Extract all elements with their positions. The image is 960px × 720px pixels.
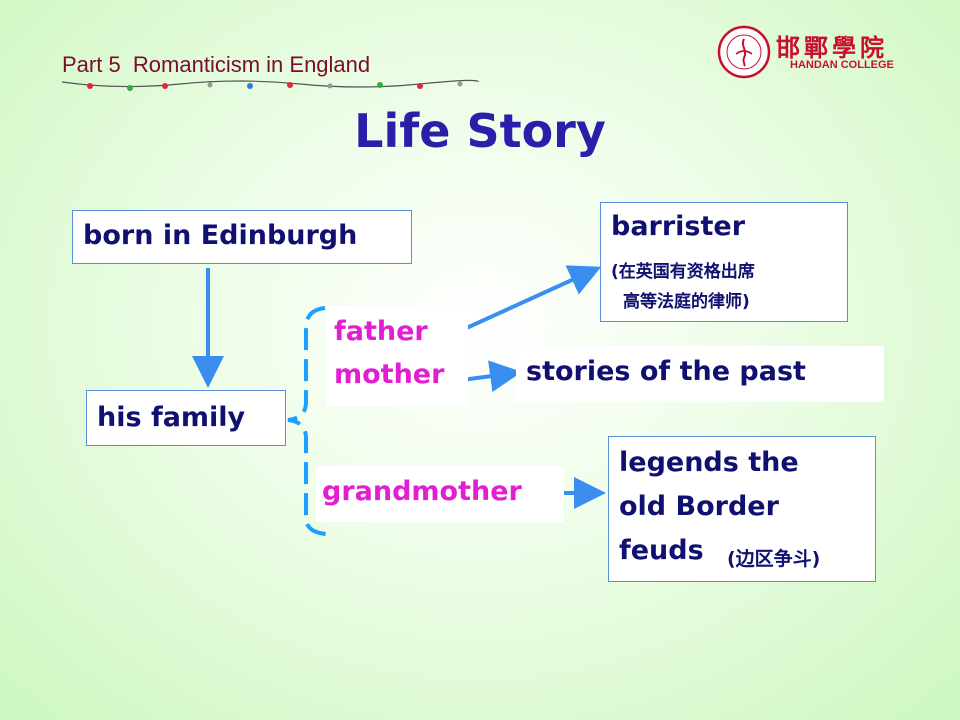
decorative-garland — [61, 79, 479, 91]
legends-note: (边区争斗) — [727, 548, 821, 570]
legends-line2: old Border — [619, 491, 779, 522]
grandmother-label: grandmother — [322, 476, 522, 507]
section-title: Part 5 Romanticism in England — [62, 52, 371, 77]
arrow-mother-to-stories — [461, 360, 522, 393]
family-box: his family — [86, 390, 286, 446]
parents-box: father mother — [326, 306, 468, 406]
stories-box: stories of the past — [516, 346, 884, 402]
legends-line3: feuds — [619, 535, 704, 566]
father-label: father — [334, 316, 428, 347]
barrister-note-line1: (在英国有资格出席 — [611, 262, 755, 282]
page-title: Life Story — [354, 104, 606, 158]
grandmother-box: grandmother — [316, 466, 564, 522]
college-seal-icon — [717, 25, 771, 79]
family-bracket — [287, 306, 327, 536]
barrister-box: barrister (在英国有资格出席 高等法庭的律师) — [600, 202, 848, 322]
family-label: his family — [97, 402, 246, 433]
stories-label: stories of the past — [526, 356, 806, 387]
barrister-note-line2: 高等法庭的律师) — [623, 292, 750, 312]
college-name-en: HANDAN COLLEGE — [790, 59, 894, 71]
legends-line1: legends the — [619, 447, 799, 478]
born-box: born in Edinburgh — [72, 210, 412, 264]
born-label: born in Edinburgh — [83, 220, 358, 251]
college-name-cn: 邯鄲學院 — [776, 33, 888, 62]
mother-label: mother — [334, 359, 445, 390]
barrister-label: barrister — [611, 211, 746, 242]
legends-box: legends the old Border feuds (边区争斗) — [608, 436, 876, 582]
